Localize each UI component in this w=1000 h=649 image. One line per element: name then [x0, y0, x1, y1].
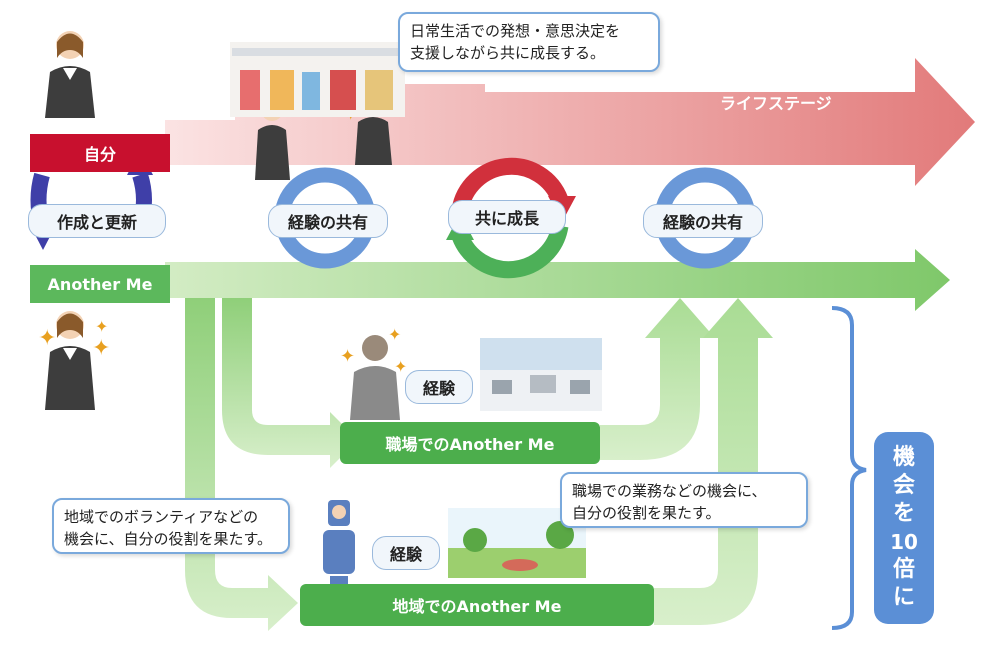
- person-another-me-icon: ✦ ✦ ✦: [38, 311, 110, 410]
- branch-arrows: [185, 298, 773, 631]
- workplace-speech-bubble: 職場での業務などの機会に、 自分の役割を果たす。: [560, 472, 808, 528]
- community-bubble-line-2: 機会に、自分の役割を果たす。: [64, 530, 273, 548]
- opportunity-char-2: 会: [892, 473, 915, 498]
- workplace-another-me-box: 職場でのAnother Me: [340, 422, 600, 464]
- svg-text:✦: ✦: [95, 317, 108, 336]
- opportunity-char-3: を: [892, 501, 915, 526]
- another-me-label: Another Me: [30, 265, 170, 303]
- grow-together-pill: 共に成長: [448, 200, 566, 234]
- svg-text:✦: ✦: [388, 325, 401, 344]
- life-stage-label: ライフステージ: [720, 94, 832, 113]
- bracket: [831, 306, 867, 630]
- workplace-bubble-line-2: 自分の役割を果たす。: [572, 504, 721, 522]
- share-experience-right-pill: 経験の共有: [643, 204, 763, 238]
- opportunity-10x-box: 機 会 を 10 倍 に: [874, 432, 934, 624]
- community-experience-pill: 経験: [372, 536, 440, 570]
- workplace-experience-pill: 経験: [405, 370, 473, 404]
- self-label: 自分: [30, 134, 170, 172]
- top-speech-bubble: 日常生活での発想・意思決定を 支援しながら共に成長する。: [398, 12, 660, 72]
- community-bubble-line-1: 地域でのボランティアなどの: [64, 508, 259, 526]
- workplace-bubble-line-1: 職場での業務などの機会に、: [572, 482, 767, 500]
- another-me-arrow: [165, 249, 950, 311]
- opportunity-char-1: 機: [892, 445, 915, 470]
- svg-text:✦: ✦: [394, 357, 407, 376]
- office-image: [480, 338, 602, 411]
- avatar-workplace-icon: ✦ ✦ ✦: [340, 325, 407, 420]
- svg-text:✦: ✦: [92, 336, 110, 361]
- top-bubble-line-1: 日常生活での発想・意思決定を: [410, 22, 621, 40]
- store-image: [230, 42, 405, 117]
- opportunity-char-5: 倍: [892, 557, 915, 582]
- create-update-pill: 作成と更新: [28, 204, 166, 238]
- person-self-icon: [45, 31, 95, 118]
- svg-text:✦: ✦: [340, 346, 355, 367]
- community-another-me-box: 地域でのAnother Me: [300, 584, 654, 626]
- community-speech-bubble: 地域でのボランティアなどの 機会に、自分の役割を果たす。: [52, 498, 290, 554]
- svg-text:✦: ✦: [38, 326, 56, 351]
- opportunity-char-6: に: [892, 585, 915, 610]
- top-bubble-line-2: 支援しながら共に成長する。: [410, 44, 606, 62]
- opportunity-char-4: 10: [890, 530, 918, 554]
- share-experience-left-pill: 経験の共有: [268, 204, 388, 238]
